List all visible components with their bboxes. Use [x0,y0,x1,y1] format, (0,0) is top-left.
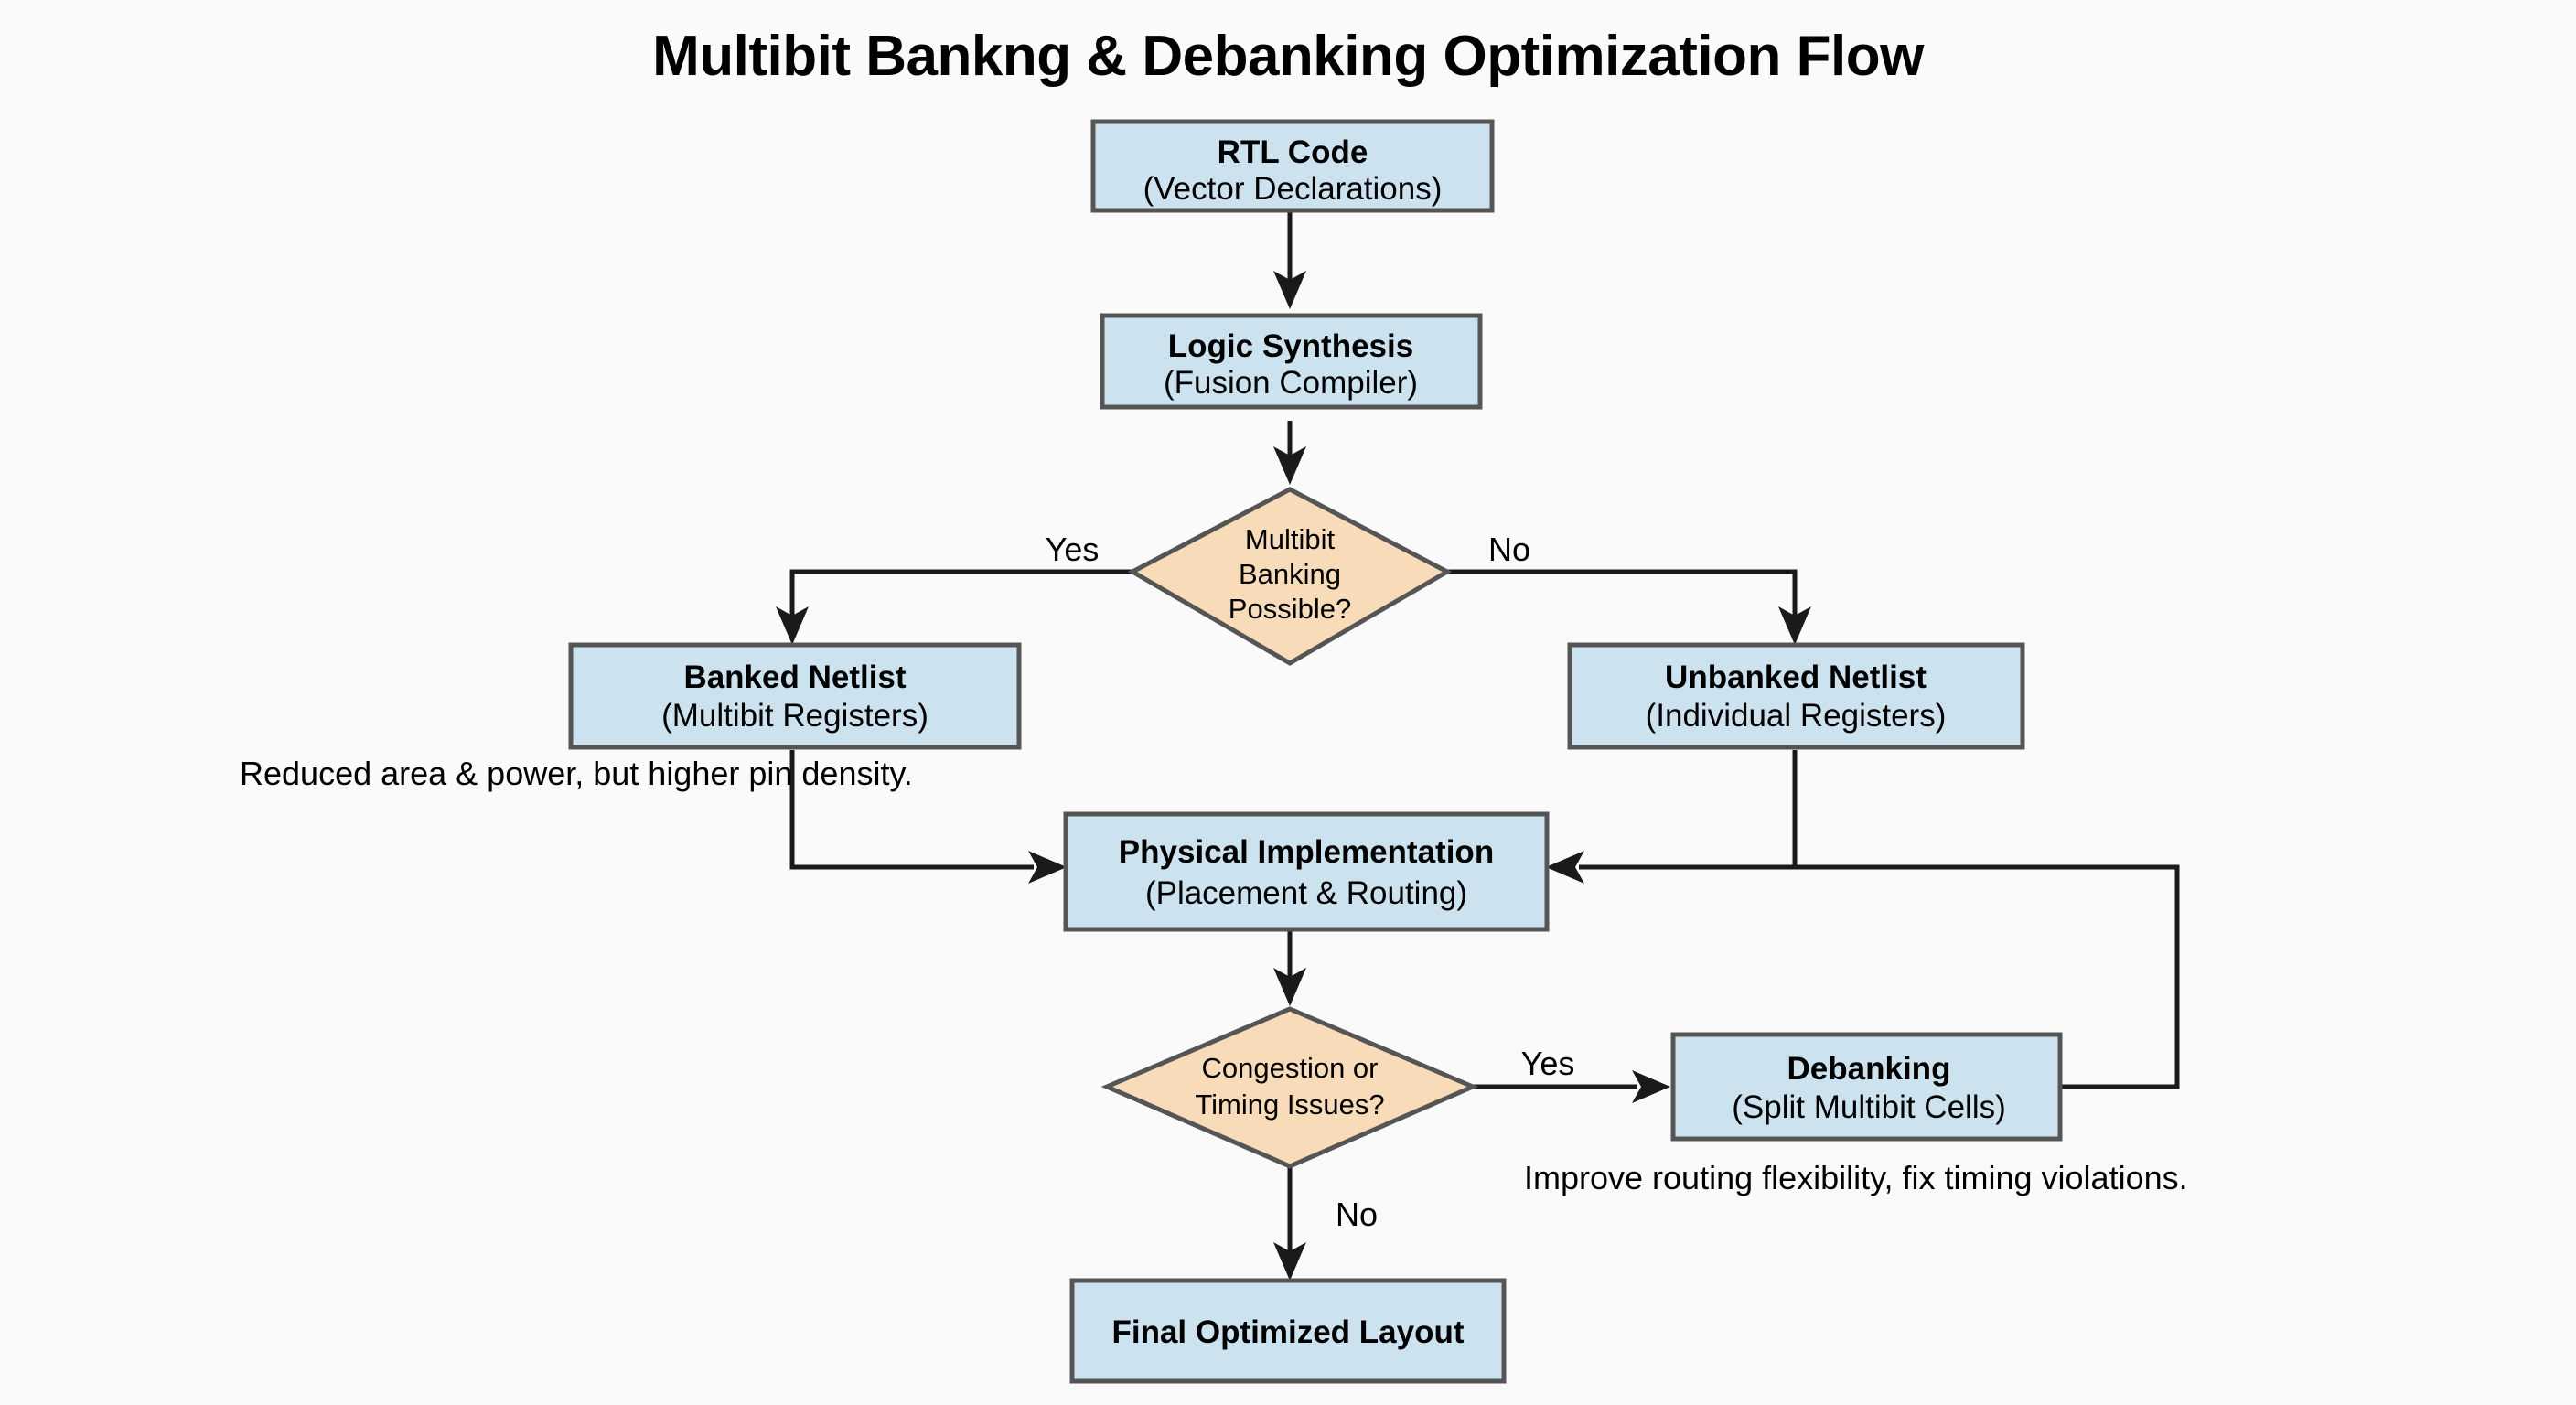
node-debanking[interactable]: Debanking (Split Multibit Cells) [1670,1032,2063,1142]
edge-synthesis-to-multibit [1273,421,1306,485]
node-banked-netlist-subtitle: (Multibit Registers) [661,698,928,734]
node-multibit-decision-line3: Possible? [1229,593,1351,625]
node-congestion-decision-line2: Timing Issues? [1195,1089,1384,1121]
edge-physical-to-congestion [1273,931,1306,1006]
node-congestion-decision-line1: Congestion or [1201,1052,1378,1084]
node-physical-implementation-subtitle: (Placement & Routing) [1145,875,1467,911]
edge-label-congestion-yes: Yes [1521,1045,1575,1082]
edge-label-multibit-yes: Yes [1046,531,1100,568]
node-multibit-decision[interactable]: Multibit Banking Possible? [1127,487,1453,666]
node-banked-netlist[interactable]: Banked Netlist (Multibit Registers) [568,642,1022,750]
node-rtl-code-subtitle: (Vector Declarations) [1143,171,1443,207]
node-logic-synthesis-subtitle: (Fusion Compiler) [1164,365,1418,401]
node-multibit-decision-line1: Multibit [1245,523,1336,555]
node-unbanked-netlist-subtitle: (Individual Registers) [1646,698,1947,734]
node-rtl-code-title: RTL Code [1218,134,1368,170]
node-unbanked-netlist-title: Unbanked Netlist [1665,660,1927,695]
edge-unbanked-to-physical [1546,750,1798,884]
node-debanking-subtitle: (Split Multibit Cells) [1732,1089,2006,1125]
node-physical-implementation[interactable]: Physical Implementation (Placement & Rou… [1063,811,1550,932]
node-congestion-decision[interactable]: Congestion or Timing Issues? [1100,1006,1479,1169]
edge-congestion-no-to-final [1273,1166,1306,1281]
node-logic-synthesis[interactable]: Logic Synthesis (Fusion Compiler) [1100,313,1483,410]
node-unbanked-netlist[interactable]: Unbanked Netlist (Individual Registers) [1567,642,2025,750]
edge-debanking-feedback-to-physical [1795,864,2180,1089]
edge-multibit-no-to-unbanked [1447,569,1811,645]
node-multibit-decision-line2: Banking [1239,558,1341,590]
note-debanking: Improve routing flexibility, fix timing … [1524,1159,2188,1196]
node-physical-implementation-title: Physical Implementation [1119,834,1494,870]
edge-banked-to-physical [789,750,1067,884]
node-banked-netlist-title: Banked Netlist [683,660,906,695]
edge-rtl-to-synthesis [1273,210,1306,309]
node-rtl-code[interactable]: RTL Code (Vector Declarations) [1090,119,1495,213]
node-logic-synthesis-title: Logic Synthesis [1168,328,1413,364]
edge-multibit-yes-to-banked [776,569,1132,645]
diagram-title: Multibit Bankng & Debanking Optimization… [652,25,1925,88]
edge-label-multibit-no: No [1488,531,1530,568]
edge-label-congestion-no: No [1336,1196,1378,1233]
node-debanking-title: Debanking [1787,1051,1951,1087]
edge-congestion-yes-to-debanking [1473,1070,1670,1103]
note-banked-netlist: Reduced area & power, but higher pin den… [240,755,913,792]
node-final-layout[interactable]: Final Optimized Layout [1069,1278,1507,1384]
node-final-layout-title: Final Optimized Layout [1111,1314,1464,1350]
